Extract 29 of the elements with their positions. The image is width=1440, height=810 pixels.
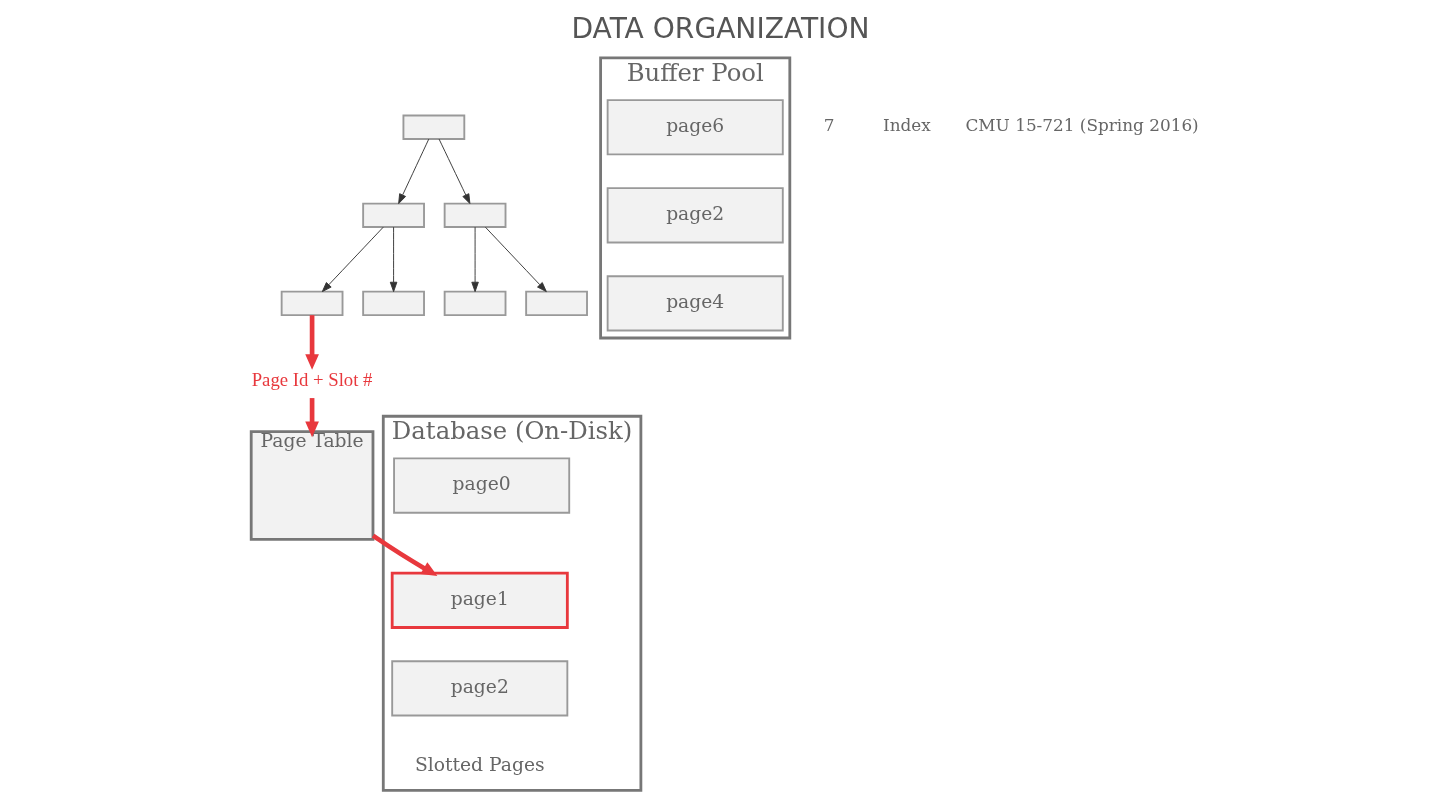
node-box: page2	[390, 660, 568, 717]
node-box: Page Table	[249, 430, 374, 541]
node-box: page4	[606, 275, 784, 332]
node-box	[443, 202, 506, 228]
arrow	[470, 226, 479, 293]
node-label: Slotted Pages	[414, 753, 545, 775]
label: Index	[882, 115, 931, 136]
arrow	[304, 398, 319, 438]
label: CMU 15-721 (Spring 2016)	[964, 115, 1199, 136]
node-box	[524, 290, 588, 316]
node-box	[361, 202, 425, 228]
arrow	[438, 138, 470, 204]
node-box: page2	[606, 187, 784, 244]
diagram-title: DATA ORGANIZATION	[570, 12, 870, 46]
node-box	[280, 290, 343, 316]
arrow	[304, 315, 319, 370]
node-box: page0	[392, 457, 570, 514]
node-box	[361, 290, 425, 316]
arrow	[321, 226, 384, 293]
arrow	[371, 533, 437, 577]
node-box: page6	[606, 99, 784, 156]
arrow	[389, 226, 397, 293]
node-box: page1	[390, 571, 569, 629]
arrow	[397, 138, 429, 204]
node-text: Page Id + Slot #	[251, 368, 372, 390]
label: 7	[823, 115, 835, 136]
node-box	[443, 290, 506, 316]
node-box	[402, 114, 465, 140]
arrow	[484, 226, 547, 293]
